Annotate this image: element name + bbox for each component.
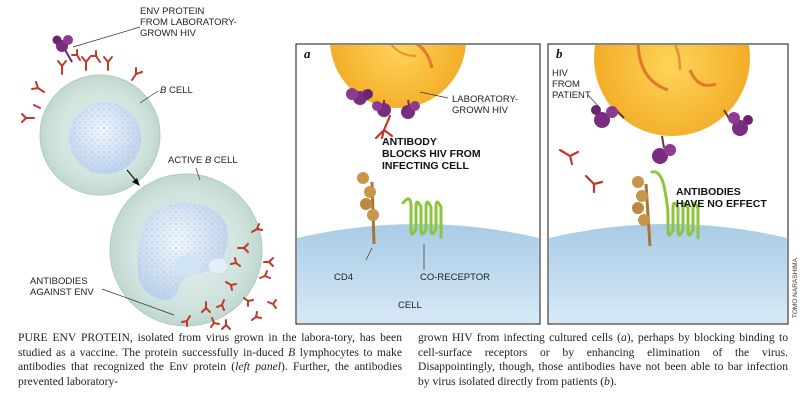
leader-line-antibodies xyxy=(101,288,175,316)
panel-b-letter: b xyxy=(556,46,563,61)
antibody-blocks-label: ANTIBODY BLOCKS HIV FROM INFECTING CELL xyxy=(382,136,481,172)
cd4-receptor xyxy=(357,172,379,245)
caption-column-2: grown HIV from infecting cultured cells … xyxy=(418,331,788,389)
caption-text-4: grown HIV from infecting cultured cells … xyxy=(418,331,621,344)
cd4-receptor-b xyxy=(632,176,652,247)
patient-env-spikes xyxy=(591,105,753,164)
b-cell-label: B CELL xyxy=(160,85,193,96)
b-cell-receptors xyxy=(21,49,143,123)
arrow-down-icon xyxy=(126,169,140,186)
caption-a-italic: a xyxy=(621,331,627,344)
caption-text-5: ), perhaps by blocking binding to cell-s… xyxy=(418,331,789,388)
active-label-prefix: ACTIVE xyxy=(168,155,205,166)
left-panel xyxy=(21,26,277,330)
coreceptor xyxy=(401,197,443,239)
caption-text-2: lymphocytes to make antibodies that reco… xyxy=(18,345,402,374)
blocking-antibody xyxy=(374,114,394,140)
antibodies-against-env-label: ANTIBODIES AGAINST ENV xyxy=(30,276,94,298)
panel-b xyxy=(547,43,789,325)
leader-line-cd4 xyxy=(365,247,373,261)
caption-b2-italic: b xyxy=(604,374,610,388)
patient-hiv-virus xyxy=(594,45,750,136)
cell-label: CELL xyxy=(398,300,422,311)
cd4-label: CD4 xyxy=(334,272,354,283)
leader-line-active xyxy=(195,167,201,181)
caption-text-1: , isolated from virus grown in the labor… xyxy=(18,331,402,359)
b-cell-label-text: CELL xyxy=(166,85,193,96)
b-cell-label-b: B xyxy=(160,85,167,96)
caption-lead: PURE ENV PROTEIN xyxy=(18,331,130,344)
antibodies-icon xyxy=(181,223,277,330)
leader-line-b-cell xyxy=(139,90,159,104)
panel-a xyxy=(295,43,541,325)
ineffective-antibodies xyxy=(558,148,604,194)
active-b-cell xyxy=(109,173,263,327)
hiv-from-patient-label: HIV FROM PATIENT xyxy=(552,68,591,101)
antibodies-no-effect-label: ANTIBODIES HAVE NO EFFECT xyxy=(676,186,767,210)
active-label-b: B xyxy=(204,155,212,166)
coreceptor-label: CO-RECEPTOR xyxy=(420,272,491,283)
leader-line-lab-hiv xyxy=(419,91,449,99)
leader-line-env xyxy=(72,26,141,48)
caption-b-italic: B xyxy=(288,345,296,359)
env-protein-icon xyxy=(52,35,73,63)
coreceptor-b xyxy=(650,170,700,240)
illustrator-credit: TOMO NARASHIMA xyxy=(792,258,799,318)
active-b-cell-label: ACTIVE B CELL xyxy=(168,155,238,166)
leader-line-patient-hiv xyxy=(587,94,601,109)
caption-text-3: ). Further, the antibodies prevented lab… xyxy=(18,360,402,388)
caption-column-1: PURE ENV PROTEIN, isolated from virus gr… xyxy=(18,331,402,389)
caption-text-6: ). xyxy=(609,374,617,388)
panel-a-letter: a xyxy=(304,46,311,61)
env-spikes xyxy=(346,88,420,119)
caption-left-panel: left panel xyxy=(235,360,281,373)
env-protein-label: ENV PROTEIN FROM LABORATORY- GROWN HIV xyxy=(140,6,237,39)
laboratory-grown-hiv-label: LABORATORY- GROWN HIV xyxy=(452,94,519,116)
b-cell xyxy=(39,74,161,196)
active-label-suffix: CELL xyxy=(211,155,238,166)
